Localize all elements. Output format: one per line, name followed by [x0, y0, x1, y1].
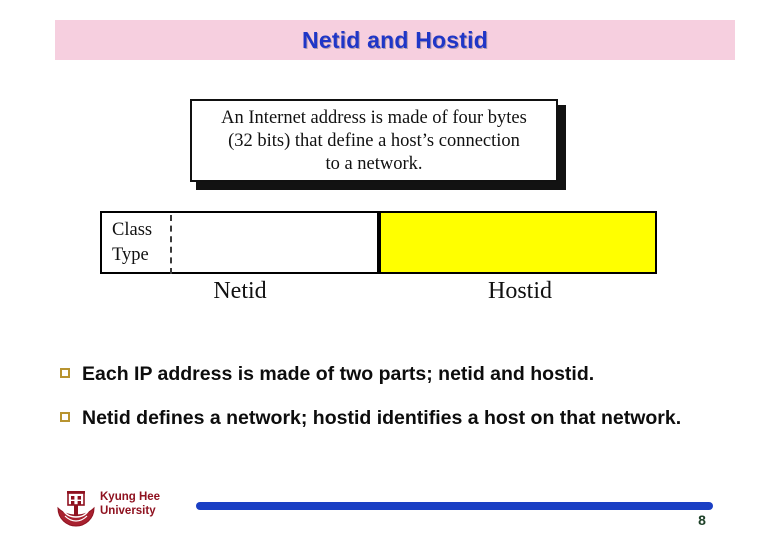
page-number: 8	[698, 512, 706, 528]
type-label: Type	[112, 245, 149, 265]
callout-line-1: An Internet address is made of four byte…	[221, 108, 527, 128]
class-type-label: Class Type	[112, 218, 152, 268]
bullet-text: Each IP address is made of two parts; ne…	[82, 363, 595, 385]
list-item: Netid defines a network; hostid identifi…	[58, 404, 748, 432]
university-name: Kyung Hee University	[100, 490, 160, 518]
hostid-caption: Hostid	[487, 278, 552, 304]
callout-line-3: to a network.	[325, 154, 423, 174]
page-title: Netid and Hostid	[302, 27, 488, 53]
kyung-hee-crest-icon	[55, 489, 97, 529]
netid-field: Class Type	[100, 211, 379, 274]
hollow-square-icon	[60, 368, 70, 378]
hostid-field	[379, 211, 657, 274]
callout-text: An Internet address is made of four byte…	[192, 107, 556, 176]
university-name-line-2: University	[100, 505, 156, 517]
footer-rule	[196, 502, 713, 510]
callout-line-2: (32 bits) that define a host’s connectio…	[228, 131, 520, 151]
bullet-text: Netid defines a network; hostid identifi…	[82, 407, 682, 429]
list-item: Each IP address is made of two parts; ne…	[58, 360, 748, 388]
bullet-list: Each IP address is made of two parts; ne…	[58, 360, 748, 448]
university-name-line-1: Kyung Hee	[100, 491, 161, 503]
netid-caption: Netid	[213, 278, 267, 304]
ip-address-diagram: Class Type	[100, 211, 657, 274]
class-type-divider	[170, 215, 172, 274]
callout-box: An Internet address is made of four byte…	[190, 99, 558, 182]
title-band: Netid and Hostid	[55, 20, 735, 60]
class-label: Class	[112, 220, 153, 240]
hollow-square-icon	[60, 412, 70, 422]
